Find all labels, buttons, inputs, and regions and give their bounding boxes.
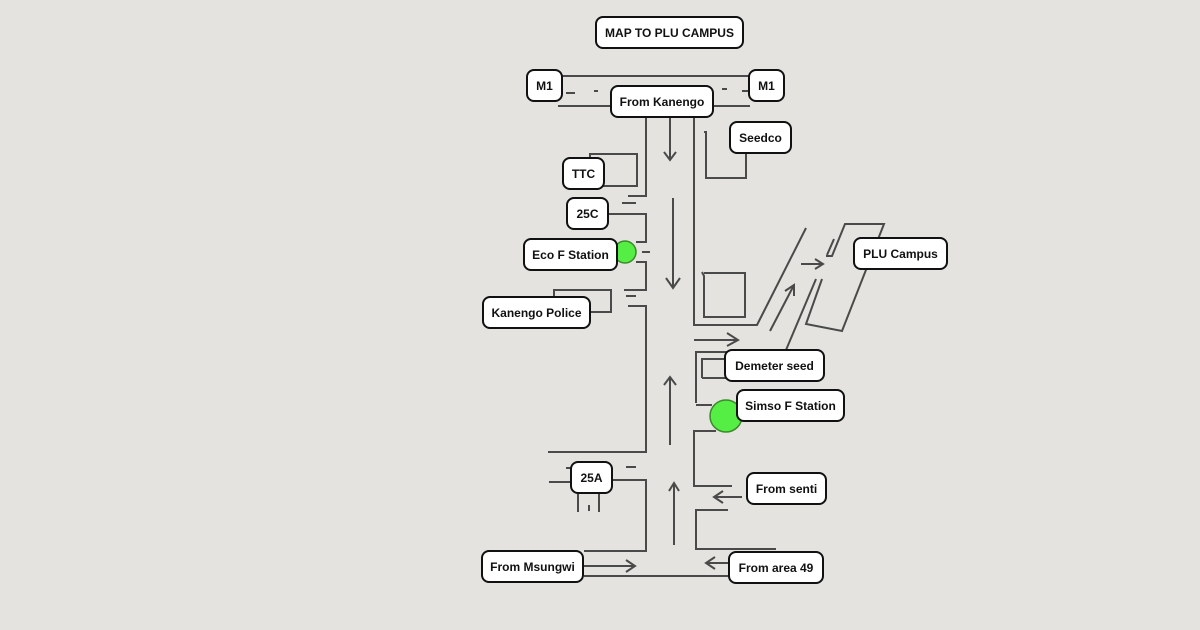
arrow-left-icon	[712, 490, 742, 504]
arrow-diagonal-icon	[769, 283, 795, 332]
road-eco-branch	[624, 261, 647, 291]
main-road-left-edge-bottom	[584, 479, 647, 552]
plu-campus-boundary	[804, 223, 886, 333]
label-eco-f-station: Eco F Station	[523, 238, 618, 271]
label-25a: 25A	[570, 461, 613, 494]
label-seedco: Seedco	[729, 121, 792, 154]
label-m1-right: M1	[748, 69, 785, 102]
map-title: MAP TO PLU CAMPUS	[595, 16, 744, 49]
campus-access-road	[785, 278, 817, 351]
demeter-building	[701, 358, 726, 378]
label-from-kanengo: From Kanengo	[610, 85, 714, 118]
label-plu-campus: PLU Campus	[853, 237, 948, 270]
area49-road	[695, 509, 776, 550]
kanengo-police-building	[553, 289, 612, 313]
label-from-area-49: From area 49	[728, 551, 824, 584]
main-road-left-edge-upper	[628, 114, 647, 197]
campus-gate	[826, 238, 835, 256]
building-block	[701, 271, 746, 318]
arrow-right-icon	[694, 332, 740, 347]
arrow-right-icon	[801, 258, 825, 270]
label-from-msungwi: From Msungwi	[481, 550, 584, 583]
demeter-road	[695, 351, 728, 403]
label-25c: 25C	[566, 197, 609, 230]
arrow-down-icon	[665, 198, 681, 290]
arrow-down-icon	[663, 118, 677, 162]
senti-road	[693, 430, 732, 487]
label-demeter-seed: Demeter seed	[724, 349, 825, 382]
main-road-left-edge-lower	[548, 305, 647, 453]
m1-center-dashes	[566, 88, 748, 94]
label-kanengo-police: Kanengo Police	[482, 296, 591, 329]
label-simso-f-station: Simso F Station	[736, 389, 845, 422]
arrow-left-icon	[704, 556, 730, 570]
seedco-building	[704, 131, 747, 179]
road-25c-branch	[608, 213, 647, 243]
arrow-right-icon	[584, 559, 637, 573]
label-m1-left: M1	[526, 69, 563, 102]
main-road-right-edge-upper	[693, 114, 807, 326]
arrow-up-icon	[663, 375, 677, 445]
arrow-up-icon	[668, 481, 680, 545]
ttc-building	[589, 153, 638, 187]
label-from-senti: From senti	[746, 472, 827, 505]
label-ttc: TTC	[562, 157, 605, 190]
